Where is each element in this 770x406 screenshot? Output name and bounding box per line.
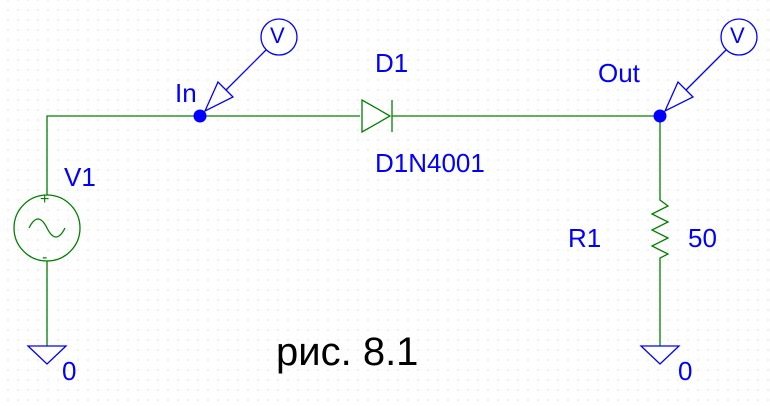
diode-ref-label: D1 [375, 48, 409, 78]
wire-source-to-in [46, 115, 200, 188]
probe-in-letter: V [270, 23, 285, 48]
diode-model-label: D1N4001 [375, 148, 485, 178]
node-dot-out[interactable] [653, 109, 667, 123]
voltage-probe-out[interactable] [663, 18, 758, 113]
ground-label-right: 0 [678, 356, 693, 386]
ground-symbol-left [26, 345, 68, 365]
ground-label-left: 0 [62, 356, 77, 386]
source-plus-sign: + [40, 191, 50, 208]
ground-symbol-right [639, 345, 681, 365]
source-minus-sign: - [42, 249, 48, 266]
resistor-ref-label: R1 [568, 223, 602, 253]
net-label-out[interactable]: Out [598, 58, 640, 88]
figure-caption: рис. 8.1 [276, 330, 419, 374]
diode-d1[interactable] [361, 98, 393, 134]
probe-out-letter: V [730, 23, 745, 48]
source-ref-label: V1 [64, 162, 96, 192]
voltage-source-v1[interactable] [13, 188, 81, 268]
resistor-r1[interactable] [650, 188, 670, 265]
resistor-value-label: 50 [688, 223, 717, 253]
node-dot-in[interactable] [193, 109, 207, 123]
voltage-probe-in[interactable] [203, 18, 298, 113]
net-label-in[interactable]: In [175, 78, 197, 108]
